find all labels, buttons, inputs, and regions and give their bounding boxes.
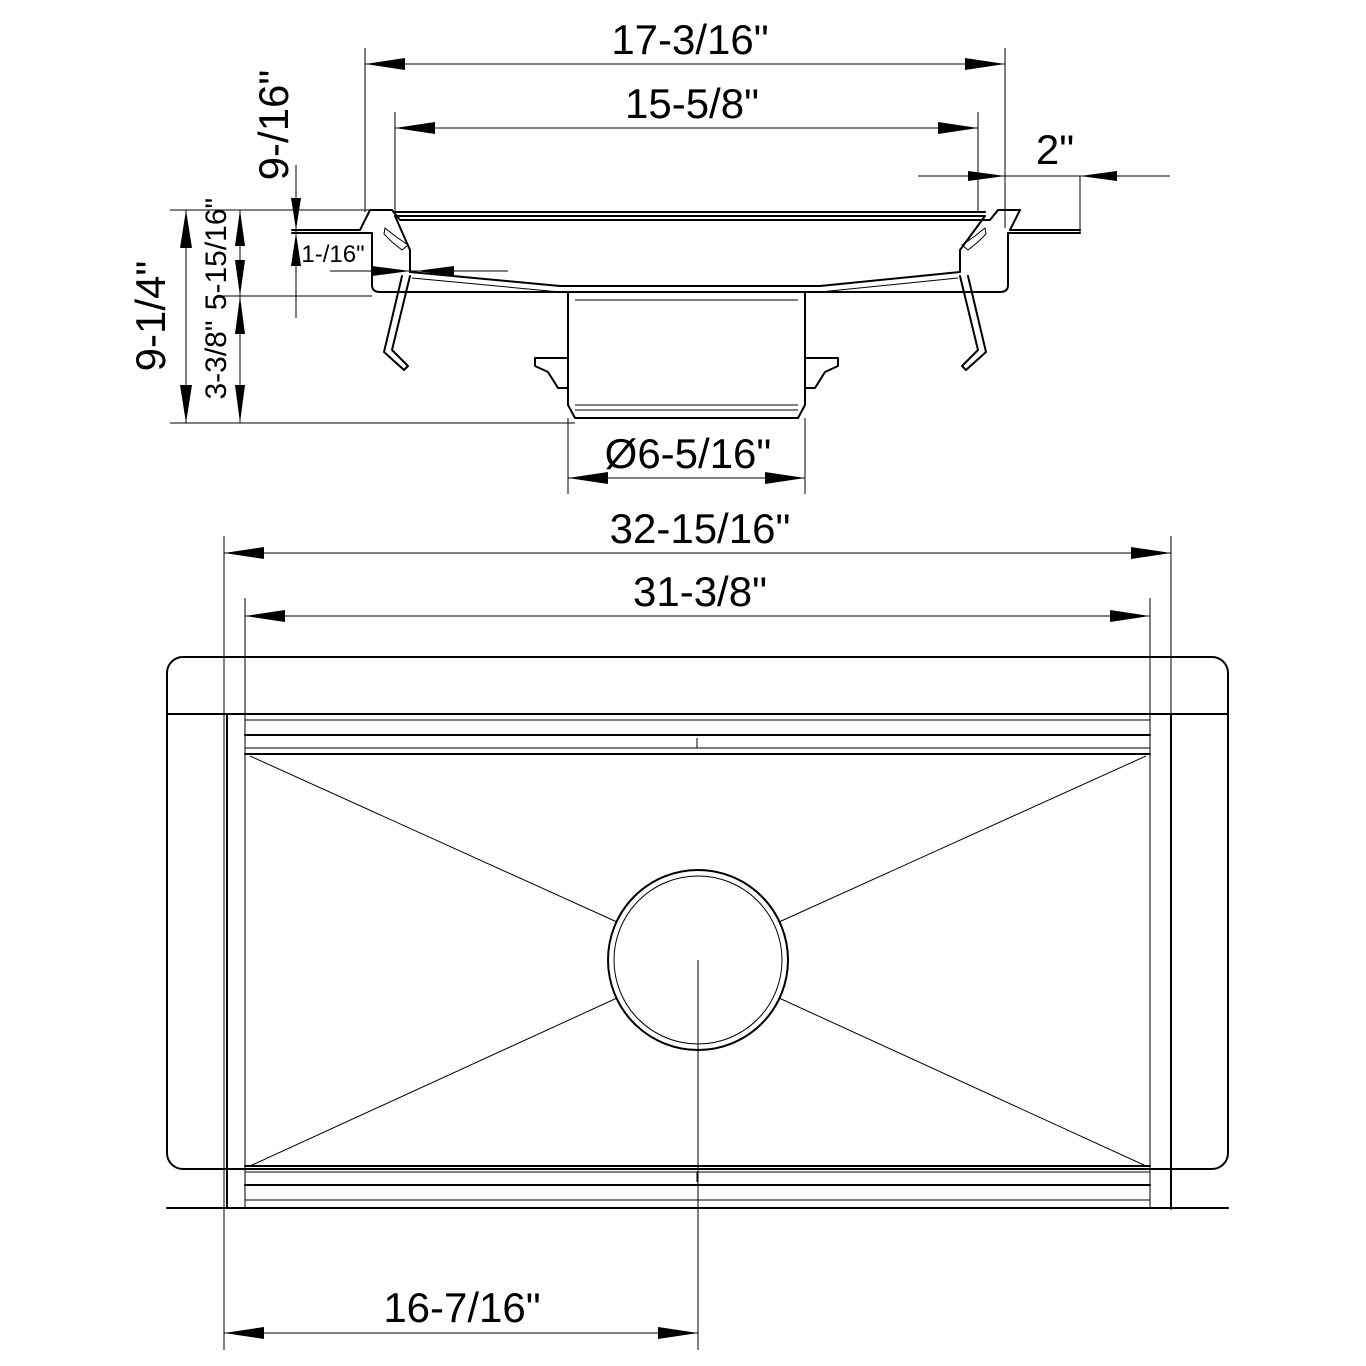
- arrow-head: [1080, 171, 1117, 181]
- arrow-head: [291, 233, 301, 266]
- arrow-head: [1131, 547, 1171, 559]
- dim-label-2: 2": [1036, 126, 1074, 173]
- arrow-head: [180, 385, 192, 423]
- arrow-head: [365, 58, 405, 70]
- dim-label-16-7-16: 16-7/16": [383, 1284, 540, 1331]
- arrow-head: [224, 1327, 264, 1339]
- dim-label-15-5-8: 15-5/8": [625, 80, 759, 127]
- dim-label-32-15-16: 32-15/16": [610, 505, 791, 552]
- left-clamp-collar: [534, 357, 569, 389]
- section-view: 17-3/16" 15-5/8" 2" 9-/16" 1-/16" 9-1/4: [127, 16, 1170, 494]
- arrow-head: [938, 122, 978, 134]
- arrow-head: [235, 385, 245, 423]
- channel-floor: [394, 215, 986, 287]
- arrow-head: [372, 266, 410, 276]
- left-flange-detail: [383, 227, 409, 251]
- arrow-head: [245, 610, 285, 622]
- arrow-head: [395, 122, 435, 134]
- dim-label-9-1-4: 9-1/4": [127, 261, 174, 372]
- arrow-head: [965, 58, 1005, 70]
- arrow-head: [180, 210, 192, 248]
- slope-line: [249, 997, 618, 1167]
- channel-floor-inner: [411, 277, 959, 293]
- arrow-head: [291, 198, 301, 230]
- dim-label-9-16: 9-/16": [250, 70, 297, 181]
- right-flange-detail: [961, 227, 987, 251]
- arrow-head: [765, 472, 805, 484]
- dim-label-1-16: 1-/16": [301, 241, 364, 268]
- channel-outline: [226, 713, 1172, 1209]
- dim-label-3-3-8: 3-3/8": [200, 320, 233, 399]
- arrow-head: [658, 1327, 698, 1339]
- arrow-head: [235, 260, 245, 296]
- slope-line: [249, 755, 618, 923]
- outlet-pipe: [567, 291, 806, 419]
- arrow-head: [235, 210, 245, 246]
- arrow-head: [224, 547, 264, 559]
- arrow-head: [235, 296, 245, 334]
- slope-line: [778, 997, 1147, 1167]
- plan-view: 32-15/16" 31-3/8" 16-7/16": [166, 505, 1229, 1350]
- arrow-head: [1110, 610, 1150, 622]
- arrow-head: [968, 171, 1005, 181]
- dim-label-5-15-16: 5-15/16": [200, 198, 233, 310]
- right-clamp-collar: [804, 357, 839, 389]
- right-anchor-leg: [959, 275, 987, 371]
- arrow-head: [568, 472, 608, 484]
- dim-label-31-3-8: 31-3/8": [633, 568, 767, 615]
- slope-line: [778, 755, 1147, 923]
- dim-label-diameter: Ø6-5/16": [605, 430, 772, 477]
- left-anchor-leg: [383, 275, 411, 371]
- arrow-head: [416, 266, 454, 276]
- dim-label-17-3-16: 17-3/16": [611, 16, 768, 63]
